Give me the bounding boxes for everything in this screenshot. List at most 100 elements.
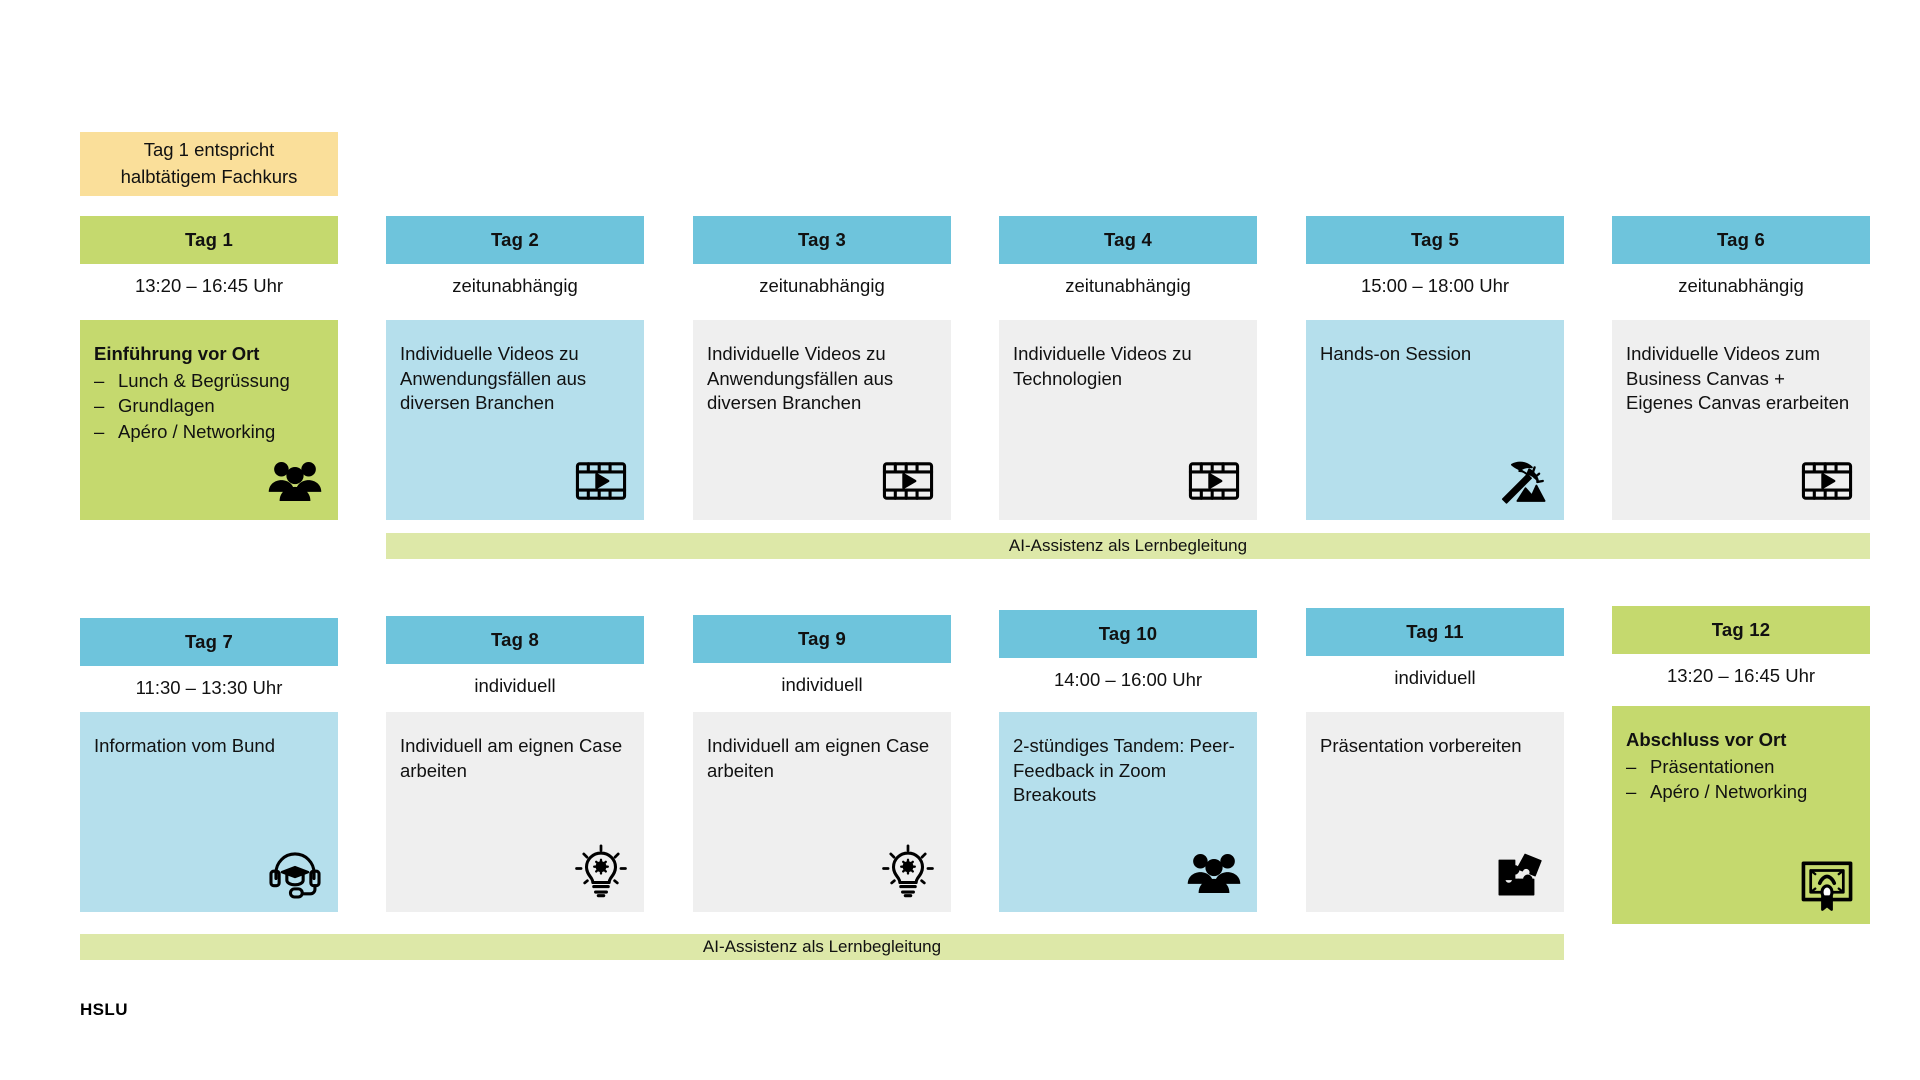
day-card-body-text: Individuelle Videos zum Business Canvas … — [1626, 343, 1850, 414]
day-card-body: Individuelle Videos zu Anwendungsfällen … — [693, 320, 951, 520]
day-card-body: Individuell am eignen Case arbeiten — [693, 712, 951, 912]
day-card-body-text: 2-stündiges Tandem: Peer-Feedback in Zoo… — [1013, 735, 1235, 806]
note-box: Tag 1 entspricht halbtätigem Fachkurs — [80, 132, 338, 196]
headset-graduate-icon — [266, 844, 324, 902]
note-line-1: Tag 1 entspricht — [143, 139, 275, 161]
day-card-body-text: Individuelle Videos zu Technologien — [1013, 343, 1192, 389]
day-card-time-label: zeitunabhängig — [452, 275, 578, 296]
day-card-time: zeitunabhängig — [1612, 264, 1870, 308]
day-card-time: individuell — [1306, 656, 1564, 700]
ai-assistance-strip-row2: AI-Assistenz als Lernbegleitung — [80, 934, 1564, 960]
bullet-dash-icon: – — [1626, 781, 1637, 803]
day-card-time-label: zeitunabhängig — [1065, 275, 1191, 296]
day-card-body-title: Abschluss vor Ort — [1626, 729, 1787, 750]
ai-strip-label: AI-Assistenz als Lernbegleitung — [1008, 536, 1248, 555]
day-card-body-text: Individuell am eignen Case arbeiten — [400, 735, 623, 781]
day-card-time: 11:30 – 13:30 Uhr — [80, 666, 338, 710]
day-card-body-text: Hands-on Session — [1320, 343, 1472, 364]
people-group-icon — [1185, 844, 1243, 902]
day-card-body-title: Einführung vor Ort — [94, 343, 260, 364]
day-card-time-label: 11:30 – 13:30 Uhr — [135, 677, 283, 698]
ai-strip-label: AI-Assistenz als Lernbegleitung — [702, 937, 942, 956]
day-card-body-text: Präsentation vorbereiten — [1320, 735, 1522, 756]
day-card-header: Tag 5 — [1306, 216, 1564, 264]
bullet-label: Apéro / Networking — [118, 420, 276, 442]
day-card-time-label: zeitunabhängig — [759, 275, 885, 296]
hslu-logo: HSLU — [80, 1000, 128, 1019]
day-card-bullet-list: –Präsentationen–Apéro / Networking — [1626, 754, 1856, 805]
people-group-icon — [266, 452, 324, 510]
lightbulb-gear-icon — [879, 844, 937, 902]
day-card-bullet: –Grundlagen — [94, 393, 324, 419]
day-card-title: Tag 1 — [185, 229, 233, 250]
bullet-label: Apéro / Networking — [1650, 781, 1808, 803]
bullet-label: Lunch & Begrüssung — [118, 369, 290, 391]
day-card-body-text: Information vom Bund — [94, 735, 275, 756]
day-card-header: Tag 4 — [999, 216, 1257, 264]
day-card-body: Individuelle Videos zu Anwendungsfällen … — [386, 320, 644, 520]
day-card-time: 13:20 – 16:45 Uhr — [1612, 654, 1870, 698]
day-card-bullet-list: –Lunch & Begrüssung–Grundlagen–Apéro / N… — [94, 368, 324, 445]
day-card-title: Tag 7 — [185, 631, 233, 652]
video-film-icon — [1185, 452, 1243, 510]
day-card-title: Tag 4 — [1104, 229, 1152, 250]
day-card-title: Tag 8 — [491, 629, 539, 650]
day-card-title: Tag 5 — [1411, 229, 1459, 250]
pickaxe-icon — [1492, 452, 1550, 510]
note-line-2: halbtätigem Fachkurs — [120, 166, 298, 187]
day-card-header: Tag 7 — [80, 618, 338, 666]
day-card-header: Tag 11 — [1306, 608, 1564, 656]
day-card-header: Tag 2 — [386, 216, 644, 264]
certificate-icon — [1798, 856, 1856, 914]
day-card-body-text: Individuell am eignen Case arbeiten — [707, 735, 930, 781]
day-card-body: Abschluss vor Ort –Präsentationen–Apéro /… — [1612, 706, 1870, 924]
day-card-title: Tag 2 — [491, 229, 539, 250]
day-card-header: Tag 6 — [1612, 216, 1870, 264]
day-card-title: Tag 6 — [1717, 229, 1765, 250]
day-card-body: Präsentation vorbereiten — [1306, 712, 1564, 912]
day-card-title: Tag 10 — [1098, 623, 1158, 644]
day-card-body: Individuell am eignen Case arbeiten — [386, 712, 644, 912]
day-card-header: Tag 1 — [80, 216, 338, 264]
day-card-body: Einführung vor Ort–Lunch & Begrüssung–Gr… — [80, 320, 338, 520]
day-card-body: Individuelle Videos zu Technologien — [999, 320, 1257, 520]
day-card-time-label: 15:00 – 18:00 Uhr — [1360, 275, 1510, 296]
bullet-dash-icon: – — [1626, 755, 1637, 777]
day-card-bullet: –Lunch & Begrüssung — [94, 368, 324, 394]
day-card-header: Tag 3 — [693, 216, 951, 264]
day-card-time: individuell — [386, 664, 644, 708]
bullet-label: Grundlagen — [118, 395, 215, 417]
day-card-time-label: individuell — [781, 674, 863, 695]
day-card-time: 15:00 – 18:00 Uhr — [1306, 264, 1564, 308]
puzzle-icon — [1492, 844, 1550, 902]
day-card-header: Tag 8 — [386, 616, 644, 664]
day-card-header: Tag 10 — [999, 610, 1257, 658]
day-card-time: zeitunabhängig — [386, 264, 644, 308]
day-card-header: Tag 9 — [693, 615, 951, 663]
bullet-dash-icon: – — [94, 395, 105, 417]
day-card-time-label: 13:20 – 16:45 Uhr — [1666, 665, 1816, 686]
day-card-bullet: –Apéro / Networking — [1626, 779, 1856, 805]
video-film-icon — [572, 452, 630, 510]
day-card-title: Tag 9 — [798, 628, 846, 649]
day-card-time-label: 13:20 – 16:45 Uhr — [134, 275, 284, 296]
day-card-bullet: –Apéro / Networking — [94, 419, 324, 445]
day-card-time: 14:00 – 16:00 Uhr — [999, 658, 1257, 702]
day-card-time: zeitunabhängig — [999, 264, 1257, 308]
day-card-time-label: 14:00 – 16:00 Uhr — [1053, 669, 1203, 690]
day-card-time: zeitunabhängig — [693, 264, 951, 308]
bullet-dash-icon: – — [94, 420, 105, 442]
video-film-icon — [879, 452, 937, 510]
day-card-time-label: individuell — [474, 675, 556, 696]
bullet-label: Präsentationen — [1650, 755, 1775, 777]
day-card-bullet: –Präsentationen — [1626, 754, 1856, 780]
ai-assistance-strip-row1: AI-Assistenz als Lernbegleitung — [386, 533, 1870, 559]
lightbulb-gear-icon — [572, 844, 630, 902]
day-card-body: Hands-on Session — [1306, 320, 1564, 520]
video-film-icon — [1798, 452, 1856, 510]
day-card-time-label: zeitunabhängig — [1678, 275, 1804, 296]
day-card-title: Tag 3 — [798, 229, 846, 250]
day-card-time: individuell — [693, 663, 951, 707]
day-card-title: Tag 11 — [1406, 621, 1464, 642]
